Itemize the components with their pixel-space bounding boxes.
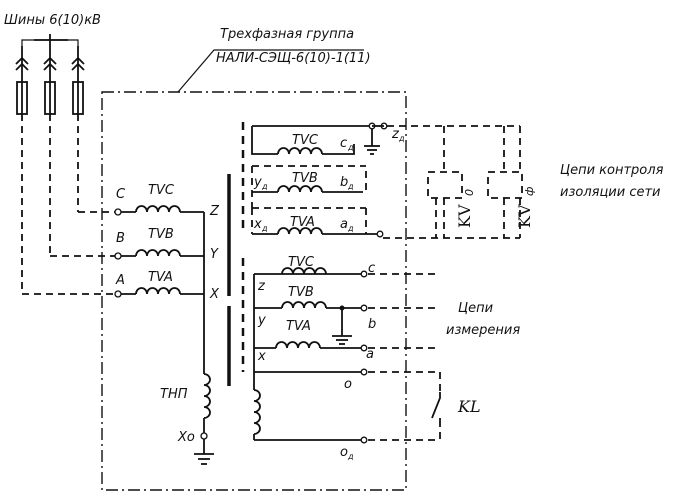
secondary-term-z-label: z bbox=[257, 279, 266, 294]
residual-term-y-label: y bbox=[253, 175, 262, 190]
measure-note-line1: Цепи bbox=[458, 301, 493, 316]
svg-text:д: д bbox=[347, 182, 354, 191]
svg-text:д: д bbox=[347, 452, 354, 461]
primary-term-c-label: C bbox=[116, 187, 126, 202]
secondary-coil-c-icon bbox=[281, 267, 327, 275]
svg-text:д: д bbox=[347, 224, 354, 233]
primary-term-a-label: A bbox=[115, 273, 125, 288]
control-note-line1: Цепи контроля bbox=[560, 163, 664, 178]
residual-term-b-label: b bbox=[340, 175, 348, 190]
primary-coil-c-icon bbox=[135, 205, 181, 213]
svg-text:д: д bbox=[347, 143, 354, 152]
group-title-line2: НАЛИ-СЭЩ-6(10)-1(11) bbox=[216, 51, 371, 66]
primary-coil-b-icon bbox=[135, 249, 181, 257]
primary-windings: C B A TVC TVB TVA Z Y X bbox=[114, 183, 220, 374]
secondary-windings: TVC c z TVB y b TVA x a Цепи измерения bbox=[253, 255, 520, 372]
additional-coil-icon bbox=[253, 389, 261, 435]
insulation-control-circuits: KV 0 KV ф Цепи контроля изоляции сети bbox=[383, 125, 664, 239]
svg-text:д: д bbox=[261, 182, 268, 191]
feeder-c bbox=[71, 46, 118, 213]
relay-kv0-icon bbox=[427, 171, 463, 199]
term-o-label: o bbox=[344, 377, 352, 392]
neutral-transformer: ТНП Xо bbox=[160, 373, 214, 465]
ground-secondary-icon bbox=[332, 335, 352, 345]
secondary-winding-tva-label: TVA bbox=[286, 319, 311, 334]
tnp-label: ТНП bbox=[160, 387, 188, 402]
residual-winding-tvc-label: TVC bbox=[292, 133, 319, 148]
secondary-coil-a-icon bbox=[275, 341, 321, 349]
control-note-line2: изоляции сети bbox=[560, 185, 661, 200]
ground-residual-icon bbox=[364, 145, 380, 155]
primary-winding-tvb-label: TVB bbox=[148, 227, 174, 242]
residual-coil-c-icon bbox=[277, 147, 323, 155]
busbar-drops bbox=[21, 39, 79, 46]
primary-coil-a-icon bbox=[135, 287, 181, 295]
kl-contact-icon bbox=[431, 392, 441, 420]
secondary-term-c-label: c bbox=[368, 261, 375, 276]
feeder-a bbox=[15, 46, 118, 295]
tnp-coil-icon bbox=[203, 373, 211, 419]
primary-winding-tvc-label: TVC bbox=[148, 183, 175, 198]
residual-term-a-label: a bbox=[340, 217, 348, 232]
additional-winding: o o д KL bbox=[253, 368, 481, 461]
primary-term-y-label: Y bbox=[210, 247, 219, 262]
residual-winding-tvb-label: TVB bbox=[292, 171, 318, 186]
residual-coil-b-icon bbox=[277, 185, 323, 193]
primary-term-b-label: B bbox=[116, 231, 125, 246]
relay-kvf-icon bbox=[487, 171, 523, 199]
group-title-line1: Трехфазная группа bbox=[220, 27, 354, 42]
residual-term-x-label: x bbox=[253, 217, 262, 232]
svg-text:д: д bbox=[398, 134, 405, 143]
group-enclosure bbox=[101, 91, 407, 491]
residual-coil-a-icon bbox=[277, 227, 323, 235]
relay-kv0-label: KV bbox=[455, 204, 474, 228]
relay-kvf-label: KV bbox=[515, 204, 534, 228]
secondary-term-x-label: x bbox=[257, 349, 266, 364]
kl-label: KL bbox=[457, 397, 481, 416]
secondary-winding-tvb-label: TVB bbox=[288, 285, 314, 300]
primary-winding-tva-label: TVA bbox=[148, 270, 173, 285]
busbar-group: Шины 6(10)кВ bbox=[4, 13, 101, 46]
feeder-b bbox=[43, 46, 118, 257]
measure-note-line2: измерения bbox=[446, 323, 520, 338]
primary-term-x-label: X bbox=[209, 287, 220, 302]
residual-term-z-label: z bbox=[391, 127, 400, 142]
xo-label: Xо bbox=[177, 430, 195, 445]
residual-term-c-label: c bbox=[340, 136, 347, 151]
ground-icon bbox=[194, 453, 214, 465]
secondary-term-y-label: y bbox=[257, 313, 266, 328]
term-od-label: o bbox=[340, 445, 348, 460]
bus-label: Шины 6(10)кВ bbox=[4, 13, 101, 28]
title-leader bbox=[177, 49, 364, 93]
svg-text:ф: ф bbox=[523, 187, 536, 196]
secondary-term-a-label: a bbox=[366, 347, 374, 362]
residual-winding-tva-label: TVA bbox=[290, 215, 315, 230]
primary-term-z-label: Z bbox=[209, 204, 220, 219]
secondary-coil-b-icon bbox=[281, 301, 327, 309]
secondary-winding-tvc-label: TVC bbox=[288, 255, 315, 270]
svg-text:д: д bbox=[261, 224, 268, 233]
svg-text:0: 0 bbox=[463, 189, 476, 196]
residual-windings: TVC c д z д y д TVB b д x д bbox=[251, 122, 405, 238]
secondary-term-b-label: b bbox=[368, 317, 376, 332]
